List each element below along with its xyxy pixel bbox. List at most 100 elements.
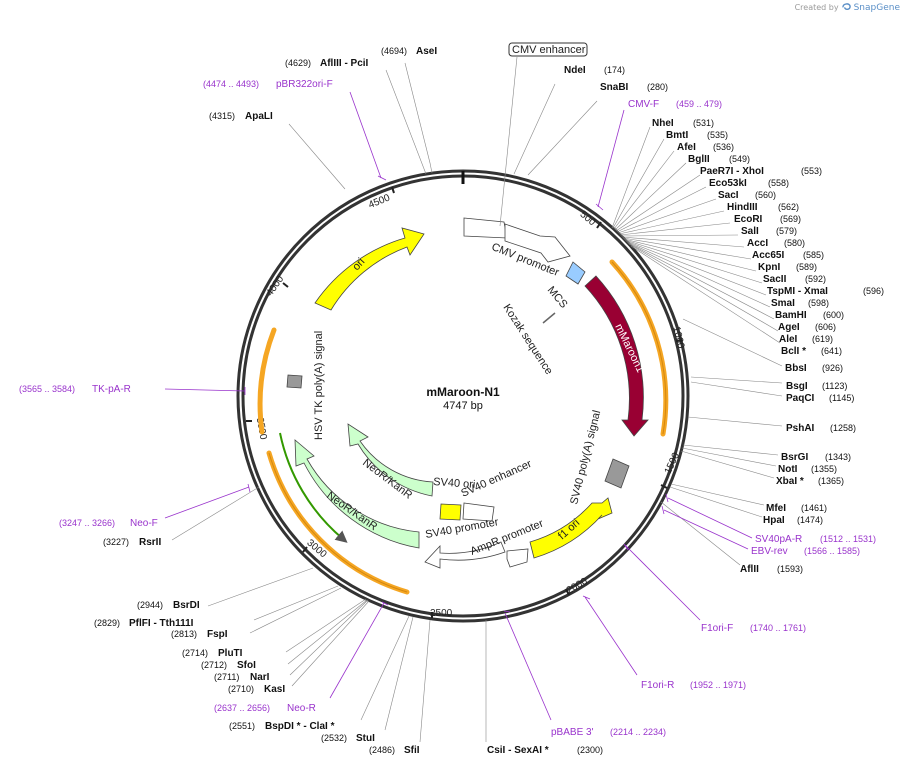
svg-text:(535): (535)	[707, 130, 728, 140]
svg-text:(2214 .. 2234): (2214 .. 2234)	[610, 727, 666, 737]
label-neor-outer: NeoR/KanR	[324, 490, 379, 534]
site-bamhi: BamHI(600)	[775, 310, 844, 321]
svg-text:(1365): (1365)	[818, 476, 844, 486]
site-ecori: EcoRI(569)	[734, 214, 801, 225]
svg-text:SacII: SacII	[763, 274, 787, 285]
svg-text:(926): (926)	[822, 363, 843, 373]
primer-neo-f: (3247 .. 3266)Neo-F	[59, 518, 158, 529]
primer-cmv-f: CMV-F(459 .. 479)	[628, 99, 722, 110]
svg-text:AccI: AccI	[747, 238, 768, 249]
site-aflii: AflII(1593)	[740, 564, 803, 575]
svg-text:(2637 .. 2656): (2637 .. 2656)	[214, 703, 270, 713]
site-paqci: PaqCI(1145)	[786, 393, 854, 404]
tick-1000: 1000	[670, 325, 686, 350]
feature-cmv-promoter	[504, 223, 571, 263]
svg-text:(2486): (2486)	[369, 745, 395, 755]
feature-sv40-promoter	[424, 541, 506, 569]
svg-text:(641): (641)	[821, 346, 842, 356]
svg-text:(569): (569)	[780, 214, 801, 224]
svg-text:BmtI: BmtI	[666, 130, 688, 141]
svg-text:HindIII: HindIII	[727, 202, 758, 213]
svg-text:(4629): (4629)	[285, 58, 311, 68]
svg-text:BamHI: BamHI	[775, 310, 807, 321]
site-bsrgi: BsrGI(1343)	[781, 452, 851, 463]
primer-f1ori-r: F1ori-R(1952 .. 1971)	[641, 680, 746, 691]
svg-text:Acc65I: Acc65I	[752, 250, 784, 261]
svg-text:AfeI: AfeI	[677, 142, 696, 153]
svg-text:(1566 .. 1585): (1566 .. 1585)	[804, 546, 860, 556]
site-pluti: (2714)PluTI	[182, 648, 243, 659]
svg-text:PluTI: PluTI	[218, 648, 243, 659]
svg-text:(1123): (1123)	[822, 381, 847, 391]
hsv-orange-band	[257, 327, 277, 435]
svg-text:SnaBI: SnaBI	[600, 82, 629, 93]
feature-mmaroon1	[584, 275, 649, 437]
site-sfii: (2486) SfiI	[369, 745, 420, 756]
feature-sv40-ori	[439, 503, 462, 521]
svg-text:(596): (596)	[863, 286, 884, 296]
credit-prefix: Created by	[794, 3, 839, 12]
site-bcli: BclI *(641)	[781, 346, 842, 357]
svg-text:NheI: NheI	[652, 118, 674, 129]
primer-ebv-rev: EBV-rev(1566 .. 1585)	[751, 546, 860, 557]
svg-text:(459 .. 479): (459 .. 479)	[676, 99, 722, 109]
tick-label: 2500	[430, 608, 453, 619]
svg-text:(2712): (2712)	[201, 660, 227, 670]
svg-text:Neo-R: Neo-R	[287, 703, 316, 714]
svg-text:SalI: SalI	[741, 226, 759, 237]
feature-f1-ori	[529, 497, 613, 559]
position-ticks: 500 1000 1500 2000 2500 3000 3500 4000	[246, 186, 686, 619]
svg-text:(2829): (2829)	[94, 618, 120, 628]
svg-text:(560): (560)	[755, 190, 776, 200]
site-agei: AgeI (606)	[778, 322, 836, 333]
plasmid-name: mMaroon-N1	[426, 385, 500, 399]
feature-hsv-tk-polya	[286, 374, 303, 389]
svg-text:AseI: AseI	[416, 46, 437, 57]
svg-text:(558): (558)	[768, 178, 789, 188]
svg-text:(4694): (4694)	[381, 46, 407, 56]
site-bsrdi: (2944)BsrDI	[137, 600, 200, 611]
site-nhei: NheI (531)	[652, 118, 714, 129]
maroon-orange-band-core	[611, 261, 667, 435]
snapgene-credit: Created by SnapGene	[795, 2, 900, 13]
svg-text:SfiI: SfiI	[404, 745, 420, 756]
primer-pbabe-3: pBABE 3'(2214 .. 2234)	[551, 727, 666, 738]
svg-text:(1512 .. 1531): (1512 .. 1531)	[820, 534, 876, 544]
svg-text:(2532): (2532)	[321, 733, 347, 743]
svg-text:(585): (585)	[803, 250, 824, 260]
tick-label: 4000	[264, 274, 286, 299]
svg-text:(1258): (1258)	[830, 423, 856, 433]
svg-text:(1474): (1474)	[797, 515, 823, 525]
feature-neor-outer	[294, 439, 420, 549]
svg-text:TspMI - XmaI: TspMI - XmaI	[767, 286, 828, 297]
svg-text:(3565 .. 3584): (3565 .. 3584)	[19, 384, 75, 394]
site-kpni: KpnI(589)	[758, 262, 817, 273]
svg-text:(280): (280)	[647, 82, 668, 92]
svg-text:AleI: AleI	[779, 334, 798, 345]
tick-label: 3000	[304, 538, 328, 561]
svg-text:BspDI * - ClaI *: BspDI * - ClaI *	[265, 721, 335, 732]
site-snabi: SnaBI (280)	[600, 82, 668, 93]
primer-sv40pa-r: SV40pA-R(1512 .. 1531)	[755, 534, 876, 545]
tick-label: 1500	[663, 451, 683, 476]
site-alei: AleI(619)	[779, 334, 833, 345]
label-sv40-ori: SV40 ori	[433, 476, 476, 491]
svg-text:(1740 .. 1761): (1740 .. 1761)	[750, 623, 806, 633]
svg-text:AgeI: AgeI	[778, 322, 800, 333]
svg-text:BsrGI: BsrGI	[781, 452, 808, 463]
svg-text:(2300): (2300)	[577, 745, 603, 755]
svg-text:(2710): (2710)	[228, 684, 254, 694]
site-afei: AfeI(536)	[677, 142, 734, 153]
svg-text:SmaI: SmaI	[771, 298, 795, 309]
tick-4000: 4000	[264, 274, 289, 299]
site-tspmi-xmai: TspMI - XmaI (596)	[767, 286, 884, 297]
svg-text:(531): (531)	[693, 118, 714, 128]
svg-text:(553): (553)	[801, 166, 822, 176]
svg-text:(2711): (2711)	[214, 672, 239, 682]
svg-text:(606): (606)	[815, 322, 836, 332]
tick-2500: 2500	[430, 608, 453, 619]
feature-labels: CMV enhancer CMV promoter MCS Kozak sequ…	[313, 42, 646, 558]
feature-ori	[314, 227, 425, 311]
svg-text:(598): (598)	[808, 298, 829, 308]
primer-neo-r: (2637 .. 2656) Neo-R	[214, 703, 316, 714]
